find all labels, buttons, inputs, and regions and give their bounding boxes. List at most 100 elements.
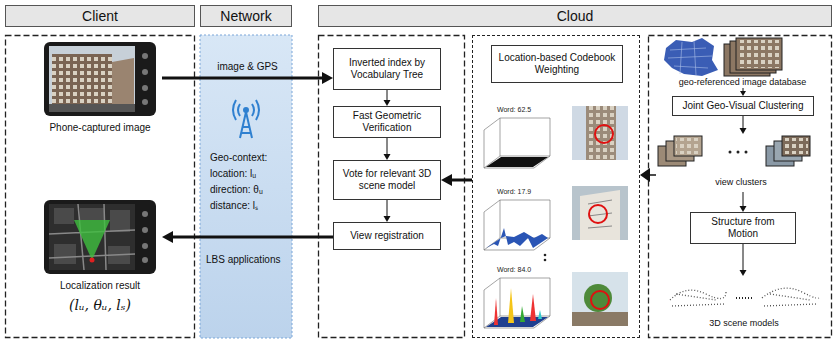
panel-outlines (319, 36, 465, 338)
localization-map-picture (54, 208, 74, 224)
node-text: Geo-context: (210, 152, 267, 163)
codebook-plots (588, 200, 612, 228)
scene-models-picture (762, 288, 819, 306)
phone-image: Localization result (lᵤ, θᵤ, lₛ) (38, 196, 162, 324)
node-text: direction: θᵤ (210, 184, 263, 195)
connector (740, 192, 747, 212)
localization-map-picture (142, 227, 148, 233)
localization-map-picture (142, 243, 148, 249)
text-slot: LBS applications (206, 253, 292, 266)
codebook-plots (572, 272, 628, 326)
codebook-plots (544, 254, 547, 257)
codebook-plots (484, 200, 550, 250)
connector-line (162, 77, 322, 80)
view-clusters-picture (658, 136, 810, 166)
localization-map-picture (74, 220, 110, 260)
node-text: Joint Geo-Visual Clustering (683, 100, 804, 112)
connector-line (387, 138, 388, 154)
connector-line (387, 90, 388, 100)
text-slot: 3D scene models (664, 318, 824, 329)
codebook-plots (572, 106, 628, 160)
arrow-head (162, 231, 173, 243)
text-slot: Geo-context: (210, 151, 290, 164)
view-clusters-picture (782, 136, 810, 156)
edge-label: image & GPS (217, 61, 278, 73)
connector-line (743, 244, 744, 270)
node-text: Word: 62.5 (497, 106, 531, 113)
text-slot: geo-referenced image database (660, 77, 825, 88)
localization-map-picture (54, 244, 76, 264)
codebook-plots (591, 291, 609, 309)
panel-outlines (6, 35, 832, 338)
phone-captured-picture (52, 54, 112, 106)
connector-line (743, 192, 744, 206)
localization-map-picture (49, 204, 135, 270)
node-text: Fast Geometric Verification (338, 110, 436, 134)
codebook-plots (584, 284, 612, 312)
text-slot: Word: 62.5 (497, 106, 567, 114)
codebook-plots (484, 118, 550, 168)
localization-map-picture (80, 208, 104, 220)
localization-map-picture (142, 257, 148, 263)
phone-captured-picture (142, 85, 148, 91)
connector (162, 231, 333, 243)
text-slot: Word: 84.0 (497, 266, 567, 274)
text-slot: distance: lₛ (210, 199, 290, 212)
view-clusters-picture (784, 138, 808, 154)
text-slot: Localization result (38, 280, 162, 292)
antenna-icon (244, 108, 248, 112)
client-panel: ClientPhone-captured imageLocalization r… (5, 5, 195, 338)
node-text: Inverted index by Vocabulary Tree (338, 57, 436, 81)
process-box: Fast Geometric Verification (333, 106, 441, 138)
node-text: Word: 17.9 (497, 188, 531, 195)
codebook-plots (484, 106, 628, 328)
codebook-plots (595, 125, 613, 143)
image-database-picture (664, 38, 718, 76)
connector-line (743, 88, 744, 91)
view-clusters-picture (729, 151, 732, 154)
scene-models-picture (670, 288, 819, 306)
connector-line (743, 116, 744, 128)
antenna-icon (240, 112, 252, 138)
view-clusters-picture (676, 138, 700, 154)
cloud-panel: CloudInverted index by Vocabulary TreeFa… (318, 5, 832, 338)
phone-captured-picture (49, 46, 135, 112)
connector (640, 168, 656, 182)
view-clusters-picture (674, 136, 702, 156)
text-slot: (lᵤ, θᵤ, lₛ) (38, 296, 162, 314)
connector-line (173, 236, 333, 239)
antenna-icon (233, 100, 259, 120)
phone-captured-picture (142, 69, 148, 75)
view-clusters-picture (745, 151, 748, 154)
connector-line (452, 179, 472, 182)
codebook-plots (486, 157, 548, 167)
node-text: Client (82, 8, 118, 24)
image-database-picture (738, 40, 780, 68)
phone-captured-picture (44, 42, 156, 116)
codebook-plots (589, 205, 607, 223)
text-slot: Phone-captured image (38, 122, 162, 134)
header-band: Cloud (318, 5, 832, 27)
node-text: 3D scene models (709, 318, 779, 328)
panel-outlines (6, 36, 195, 338)
phone-captured-picture (142, 99, 148, 105)
arrow-head (740, 270, 747, 276)
codebook-plots (484, 278, 550, 328)
arrow-head (441, 174, 452, 186)
localization-map-picture (49, 204, 135, 270)
connector (384, 90, 391, 106)
codebook-plots (538, 310, 542, 319)
arrow-head (740, 128, 747, 134)
codebook-plots (494, 298, 498, 325)
node-text: LBS applications (206, 254, 281, 265)
scene-models: 3D scene models (664, 276, 824, 334)
codebook-plots (572, 186, 628, 240)
process-box: Vote for relevant 3D scene model (333, 160, 441, 200)
process-box: Inverted index by Vocabulary Tree (333, 48, 441, 90)
arrow-head (640, 168, 650, 182)
node-text: Structure from Motion (695, 216, 791, 240)
scene-models-picture (736, 297, 754, 299)
phone-captured-picture (44, 42, 156, 116)
process-box: Joint Geo-Visual Clustering (672, 96, 814, 116)
